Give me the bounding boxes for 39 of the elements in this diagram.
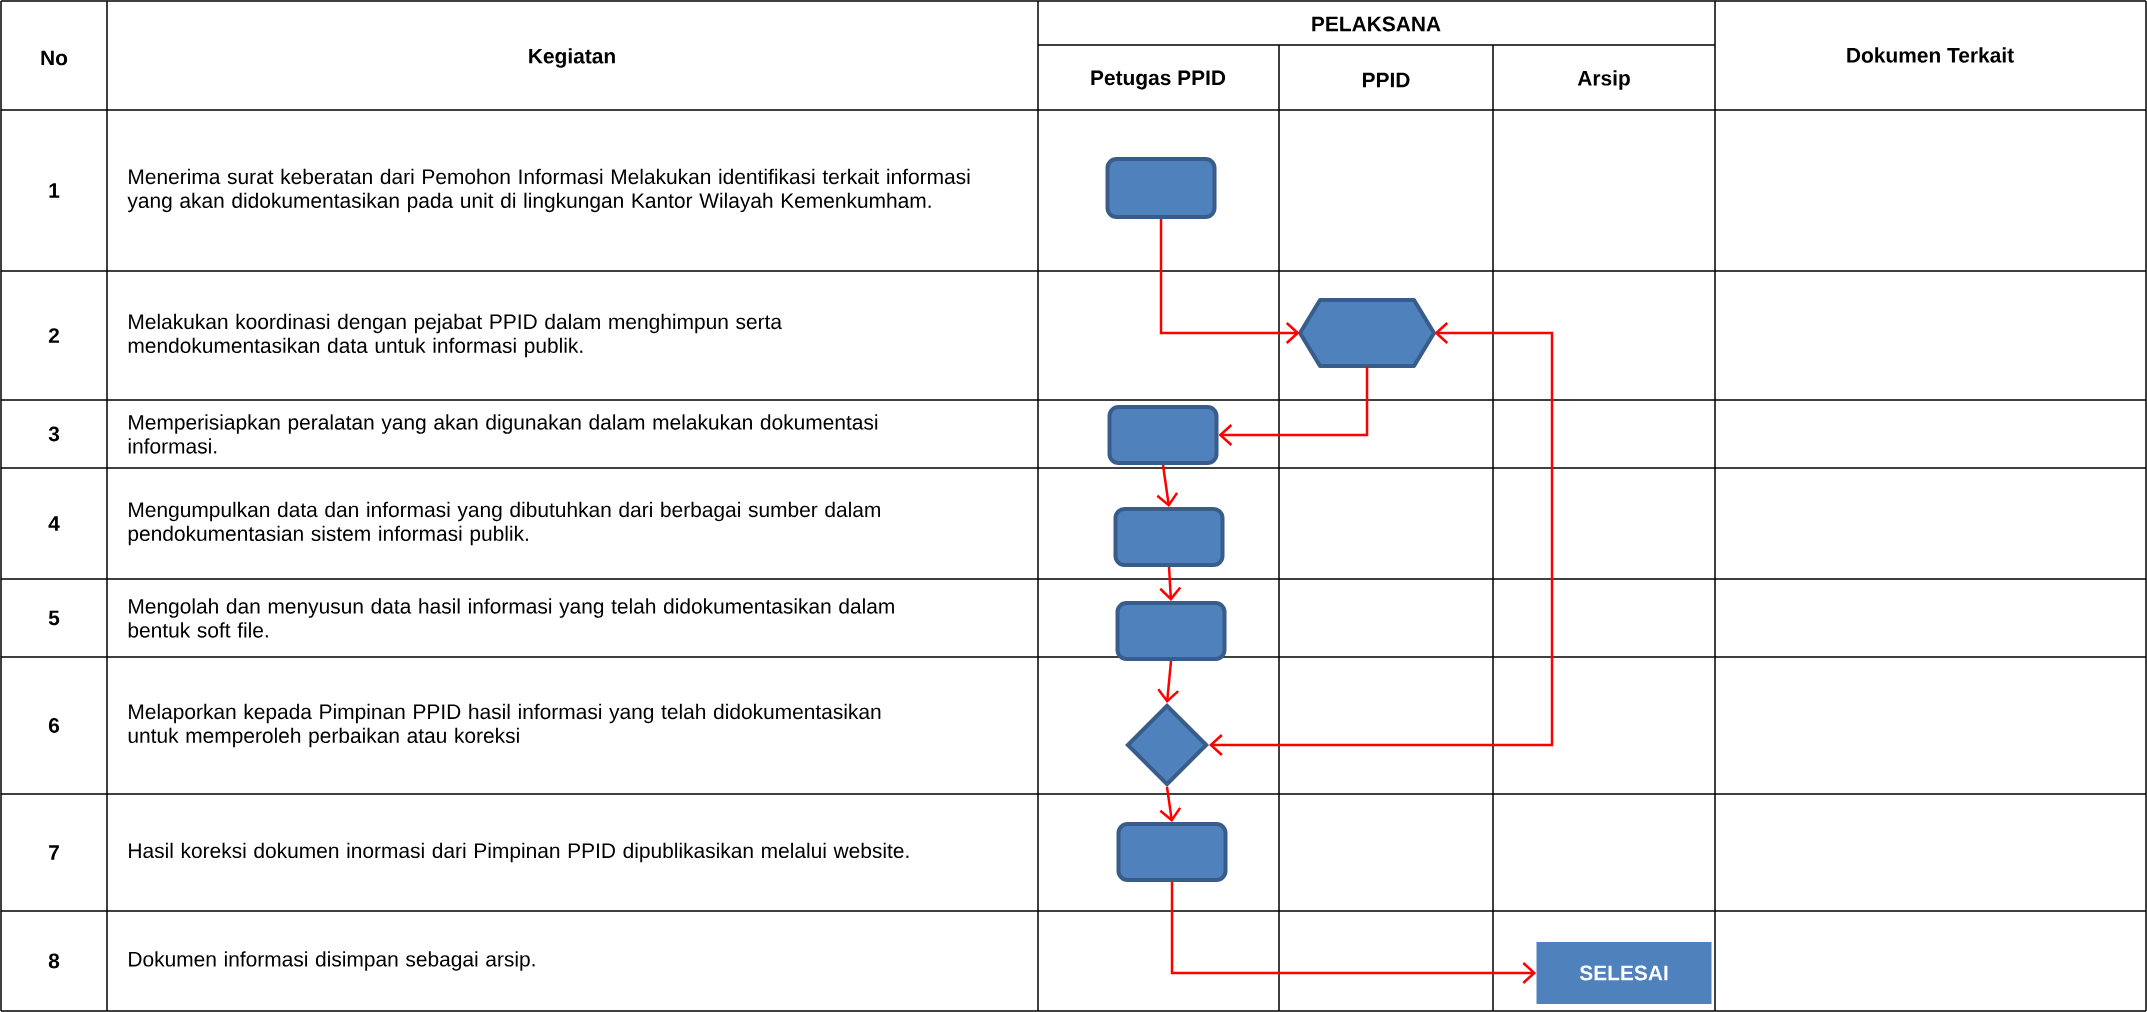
activity-text: Memperisiapkan peralatan yang akan digunakan dalam melakukan dokumentasi informasi. [128, 414, 878, 454]
column-header: PPID [1363, 72, 1410, 88]
preparation-hexagon [1298, 298, 1436, 368]
activity-text: Mengumpulkan data dan informasi yang dibutuhkan dari berbagai sumber dalam pendokumentasian sistem informasi publik. [128, 501, 880, 546]
process-box [1116, 822, 1228, 882]
column-header: Arsip [1577, 70, 1630, 90]
decision-diamond [1125, 703, 1209, 787]
arrow [1218, 366, 1369, 446]
column-header: Kegiatan [529, 48, 615, 68]
activity-text: Dokumen informasi disimpan sebagai arsip. [129, 951, 535, 971]
process-box [1105, 157, 1217, 219]
row-number: 1 [49, 183, 60, 198]
column-header: Petugas PPID [1091, 70, 1226, 90]
arrow [1159, 219, 1300, 344]
process-box [1113, 507, 1225, 567]
arrow [1159, 786, 1182, 822]
column-header: No [41, 50, 68, 66]
end-box: SELESAI [1536, 942, 1712, 1004]
row-number: 6 [48, 718, 60, 733]
process-box [1107, 405, 1219, 465]
activity-text: Mengolah dan menyusun data hasil informasi yang telah didokumentasikan dalam bentuk soft file. [128, 598, 894, 638]
row-number: 7 [49, 845, 59, 860]
arrow [1209, 322, 1554, 756]
activity-text: Hasil koreksi dokumen inormasi dari Pimpinan PPID dipublikasikan melalui website. [129, 842, 909, 863]
arrow [1170, 882, 1537, 984]
row-number: 8 [48, 953, 60, 969]
activity-text: Melaporkan kepada Pimpinan PPID hasil informasi yang telah didokumentasikan untuk memperoleh perbaikan atau koreksi [128, 703, 881, 748]
process-box [1115, 601, 1227, 661]
row-number: 2 [48, 328, 59, 343]
row-number: 3 [48, 426, 60, 442]
activity-text: Melakukan koordinasi dengan pejabat PPID dalam menghimpun serta mendokumentasikan data untuk informasi publik. [128, 313, 782, 358]
column-header: PELAKSANA [1312, 16, 1441, 32]
row-number: 5 [48, 610, 60, 626]
column-header: Dokumen Terkait [1847, 47, 2014, 63]
activity-text: Menerima surat keberatan dari Pemohon Informasi Melakukan identifikasi terkait informasi yang akan didokumentasikan pada unit di lingkungan Kantor Wilayah Kemenkumham. [127, 168, 970, 213]
arrow [1157, 660, 1180, 703]
arrow [1159, 566, 1182, 601]
row-number: 4 [48, 516, 60, 531]
arrow [1156, 464, 1179, 507]
